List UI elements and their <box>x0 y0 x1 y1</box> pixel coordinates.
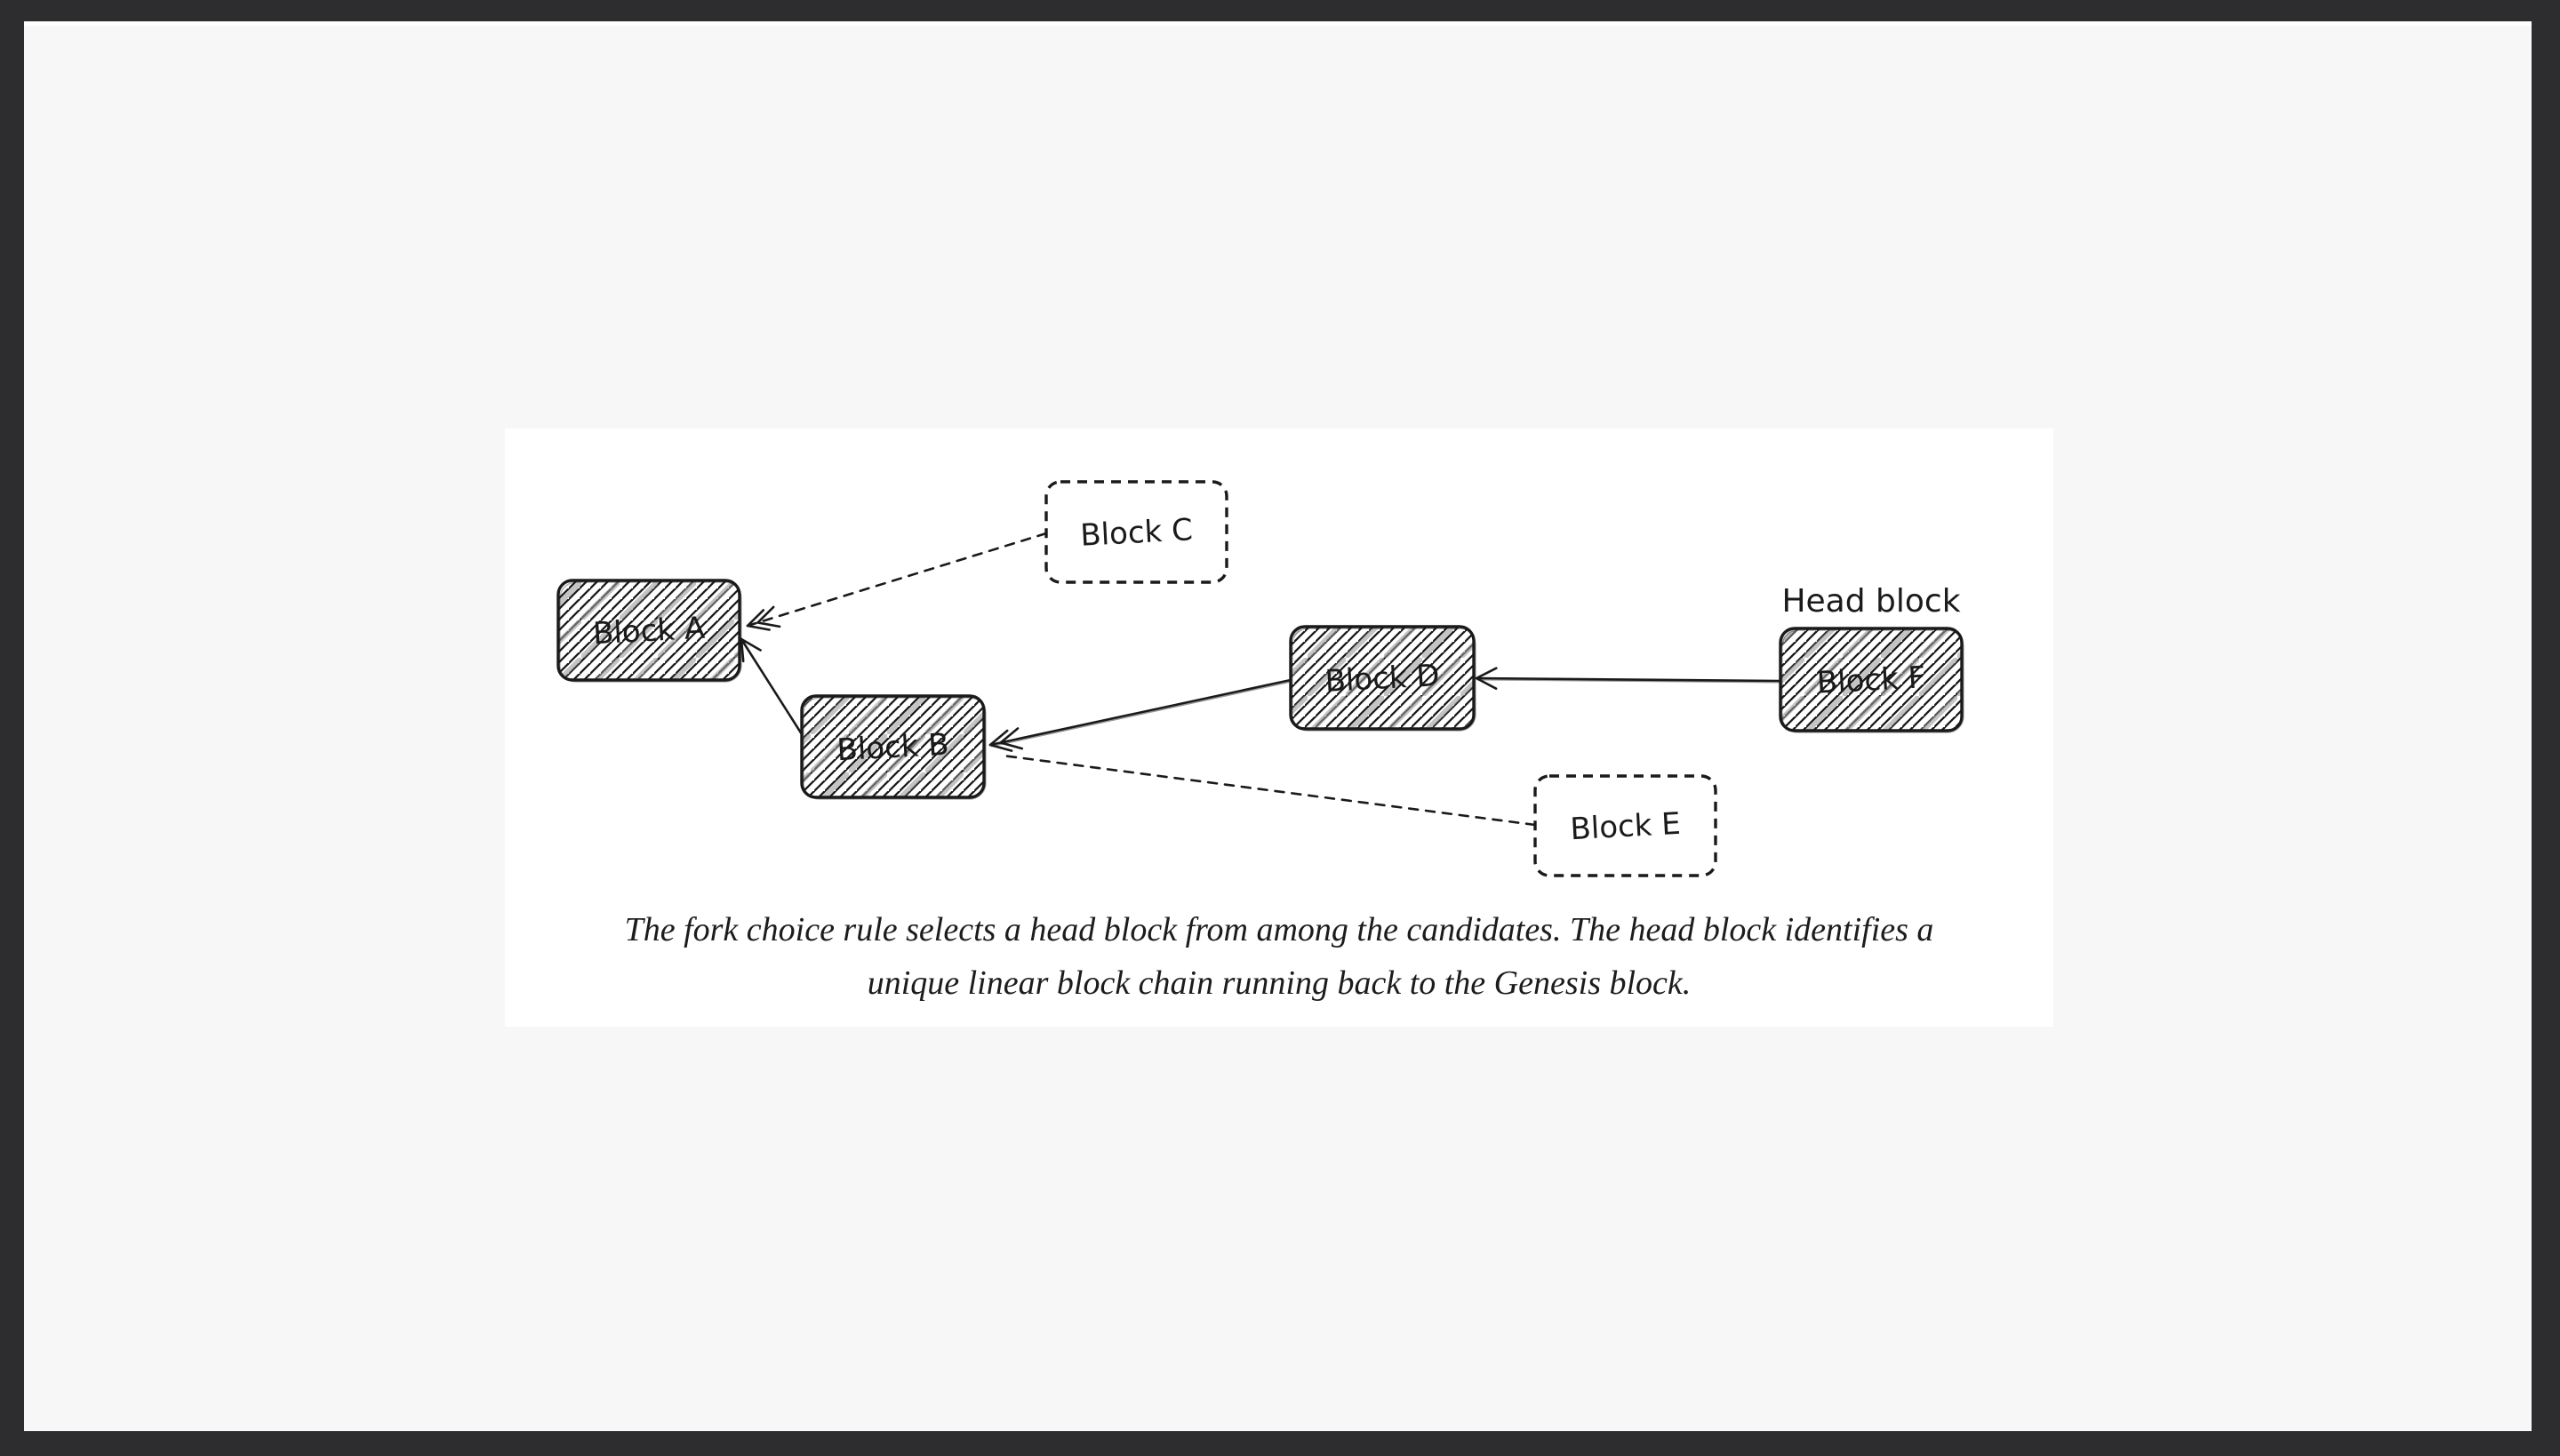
arrowhead <box>999 727 1024 750</box>
node-border-sketch <box>1781 629 1964 733</box>
edge-sketch-stroke <box>1477 679 1782 684</box>
diagram-canvas: Block A Block B Block C Block D Block E Block… <box>556 480 1964 877</box>
caption-line-1: The fork choice rule selects a head bloc… <box>624 911 1934 948</box>
node-border-dashed <box>1533 774 1717 877</box>
edge-line-solid <box>988 678 1292 747</box>
node-hatch-gray <box>802 696 984 797</box>
figure-caption: The fork choice rule selects a head bloc… <box>505 903 2053 1010</box>
node-block-c: Block C <box>1044 480 1228 584</box>
node-border-sketch <box>559 581 742 683</box>
arrowhead <box>756 605 781 628</box>
node-border-sketch <box>803 697 987 800</box>
node-label-block-b: Block B <box>836 727 950 769</box>
node-label-block-f: Block F <box>1816 660 1926 700</box>
figure-panel: Block A Block B Block C Block D Block E Block… <box>505 428 2053 1027</box>
edge-block-f-to-block-d <box>1475 667 1782 690</box>
page-top-strip <box>24 21 2532 26</box>
document-page: Block A Block B Block C Block D Block E Block… <box>24 21 2532 1431</box>
node-block-d: Block D <box>1289 625 1476 732</box>
node-label-block-e: Block E <box>1569 806 1681 847</box>
node-block-e: Block E <box>1533 774 1717 877</box>
node-block-b: Block B <box>800 694 987 800</box>
node-fill-bg <box>1535 776 1716 876</box>
node-label-block-d: Block D <box>1324 658 1441 700</box>
edge-line-dashed <box>746 532 1048 628</box>
edge-block-d-to-block-b <box>988 678 1292 752</box>
node-border-dashed <box>1044 480 1228 584</box>
node-label-block-c: Block C <box>1079 512 1193 554</box>
arrowhead <box>740 637 762 663</box>
node-fill-bg <box>1046 482 1227 582</box>
node-border-sketch <box>1292 628 1476 732</box>
node-label-block-a: Block A <box>592 611 706 652</box>
arrowhead <box>746 609 771 631</box>
node-border <box>1289 625 1476 731</box>
edge-block-e-to-block-b <box>1001 754 1537 827</box>
node-hatch-gray <box>1780 628 1962 731</box>
edge-line-solid <box>1475 676 1782 683</box>
node-block-f: Block F <box>1779 627 1964 733</box>
node-border <box>556 579 741 682</box>
caption-line-2: unique linear block chain running back t… <box>867 964 1692 1002</box>
node-block-a: Block A <box>556 579 742 683</box>
head-block-label: Head block <box>1781 583 1960 620</box>
edge-block-b-to-block-a <box>740 637 804 737</box>
node-hatch-gray <box>558 580 740 680</box>
arrowhead <box>988 729 1013 752</box>
arrowhead <box>1475 667 1498 690</box>
node-border <box>1779 627 1964 732</box>
edge-sketch-stroke <box>741 640 804 737</box>
edge-sketch-stroke <box>991 681 1292 748</box>
edge-line-dashed <box>1001 754 1537 827</box>
node-border <box>800 694 986 799</box>
edge-line-solid <box>740 637 804 736</box>
node-hatch-gray <box>1291 627 1474 729</box>
edge-block-c-to-block-a <box>746 532 1048 631</box>
